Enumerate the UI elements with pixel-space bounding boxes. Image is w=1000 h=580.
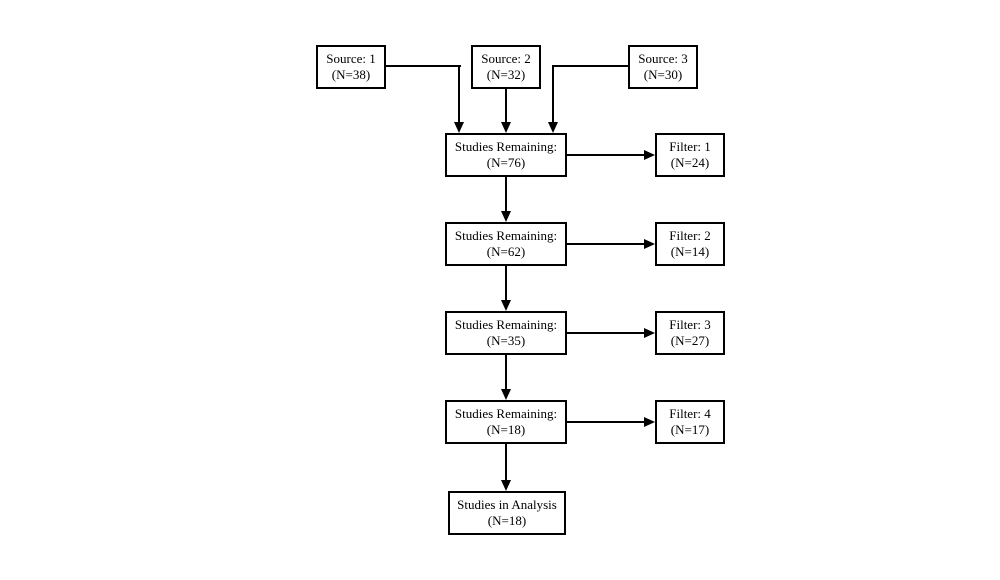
node-studies-remaining-2-count: (N=62) — [486, 244, 526, 259]
edge-remaining1-filter1-hline — [567, 154, 645, 156]
node-studies-remaining-2-title: Studies Remaining: — [454, 228, 558, 243]
edge-remaining4-analysis-arrowhead — [501, 480, 511, 491]
edge-source3-remaining1-hline — [552, 65, 628, 67]
node-source-2: Source: 2 (N=32) — [471, 45, 541, 89]
edge-remaining2-remaining3-vline — [505, 266, 507, 301]
edge-remaining1-remaining2-arrowhead — [501, 211, 511, 222]
node-source-1: Source: 1 (N=38) — [316, 45, 386, 89]
node-filter-3: Filter: 3 (N=27) — [655, 311, 725, 355]
edge-source3-remaining1-vline — [552, 65, 554, 123]
edge-remaining3-filter3-arrowhead — [644, 328, 655, 338]
node-studies-remaining-4: Studies Remaining: (N=18) — [445, 400, 567, 444]
node-studies-remaining-4-count: (N=18) — [486, 422, 526, 437]
edge-source1-remaining1-hline — [386, 65, 461, 67]
edge-remaining2-remaining3-arrowhead — [501, 300, 511, 311]
node-filter-2: Filter: 2 (N=14) — [655, 222, 725, 266]
node-studies-in-analysis-count: (N=18) — [487, 513, 527, 528]
edge-remaining3-remaining4-arrowhead — [501, 389, 511, 400]
node-studies-remaining-3: Studies Remaining: (N=35) — [445, 311, 567, 355]
node-studies-remaining-1-title: Studies Remaining: — [454, 139, 558, 154]
node-source-1-title: Source: 1 — [326, 51, 376, 66]
edge-source2-remaining1-arrowhead — [501, 122, 511, 133]
node-source-1-count: (N=38) — [331, 67, 371, 82]
node-studies-remaining-3-title: Studies Remaining: — [454, 317, 558, 332]
node-source-2-title: Source: 2 — [481, 51, 531, 66]
node-filter-4: Filter: 4 (N=17) — [655, 400, 725, 444]
node-studies-remaining-3-count: (N=35) — [486, 333, 526, 348]
node-studies-in-analysis-title: Studies in Analysis — [457, 497, 557, 512]
edge-remaining1-remaining2-vline — [505, 177, 507, 212]
node-source-3-count: (N=30) — [643, 67, 683, 82]
edge-remaining4-filter4-arrowhead — [644, 417, 655, 427]
node-filter-3-count: (N=27) — [670, 333, 710, 348]
node-studies-remaining-4-title: Studies Remaining: — [454, 406, 558, 421]
edge-source1-remaining1-arrowhead — [454, 122, 464, 133]
node-filter-2-title: Filter: 2 — [669, 228, 711, 243]
node-studies-in-analysis: Studies in Analysis (N=18) — [448, 491, 566, 535]
edge-source3-remaining1-arrowhead — [548, 122, 558, 133]
node-filter-3-title: Filter: 3 — [669, 317, 711, 332]
edge-remaining2-filter2-hline — [567, 243, 645, 245]
node-source-3-title: Source: 3 — [638, 51, 688, 66]
node-filter-2-count: (N=14) — [670, 244, 710, 259]
edge-remaining3-filter3-hline — [567, 332, 645, 334]
node-studies-remaining-1: Studies Remaining: (N=76) — [445, 133, 567, 177]
node-filter-4-count: (N=17) — [670, 422, 710, 437]
edge-remaining1-filter1-arrowhead — [644, 150, 655, 160]
edge-remaining3-remaining4-vline — [505, 355, 507, 390]
edge-source2-remaining1-vline — [505, 89, 507, 123]
edge-remaining4-filter4-hline — [567, 421, 645, 423]
node-filter-1: Filter: 1 (N=24) — [655, 133, 725, 177]
edge-remaining2-filter2-arrowhead — [644, 239, 655, 249]
node-filter-1-count: (N=24) — [670, 155, 710, 170]
node-filter-1-title: Filter: 1 — [669, 139, 711, 154]
node-filter-4-title: Filter: 4 — [669, 406, 711, 421]
node-studies-remaining-1-count: (N=76) — [486, 155, 526, 170]
node-studies-remaining-2: Studies Remaining: (N=62) — [445, 222, 567, 266]
node-source-3: Source: 3 (N=30) — [628, 45, 698, 89]
edge-source1-remaining1-vline — [458, 65, 460, 123]
edge-remaining4-analysis-vline — [505, 444, 507, 481]
node-source-2-count: (N=32) — [486, 67, 526, 82]
